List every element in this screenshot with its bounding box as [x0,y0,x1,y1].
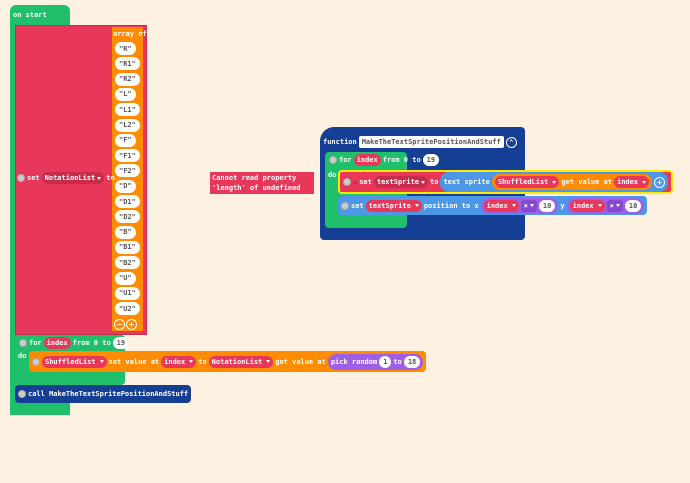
for-to-input[interactable]: 19 [112,337,130,349]
index-variable[interactable]: index [43,337,71,349]
x-multiply-block[interactable]: index×10 [480,197,559,214]
string-item[interactable]: "B1" [115,240,140,254]
for-to-input[interactable]: 19 [422,154,440,166]
array-of-label: array of [113,30,147,38]
call-label: call MakeTheTextSpritePositionAndStuff [28,390,189,398]
string-item[interactable]: "U2" [115,302,140,316]
string-item[interactable]: "R1" [115,57,140,71]
function-header: function MakeTheTextSpritePositionAndStu… [320,132,520,152]
set-value-label: set value at [108,357,160,366]
string-item[interactable]: "F1" [115,149,140,163]
from-label: from 0 to [72,339,111,347]
expand-plus-icon[interactable]: + [654,176,666,188]
set-row: set NotationList to [14,168,118,188]
position-label: position to x [423,201,479,210]
for-label: for [29,339,42,347]
array-minus-icon[interactable]: − [114,319,125,330]
function-label: function [323,138,357,146]
y-number-input[interactable]: 10 [624,199,642,212]
get-value-label: get value at [275,357,326,366]
string-item[interactable]: "U" [115,271,136,285]
string-item[interactable]: "B2" [115,256,140,270]
random-from-input[interactable]: 1 [379,355,392,368]
y-multiply-block[interactable]: index×10 [566,197,645,214]
y-label: y [560,201,565,210]
on-start-label: on start [13,11,47,19]
function-name-input[interactable]: MakeTheTextSpritePositionAndStuff [358,136,504,148]
shuffledlist-dropdown[interactable]: ShuffledList [42,355,107,368]
to-label: to [198,357,207,366]
set-textsprite-block[interactable]: ⚠ set textSprite to text sprite Shuffled… [338,170,674,194]
string-item[interactable]: "D" [115,179,136,193]
breakpoint-dot[interactable] [343,178,351,186]
to-label: to [106,174,115,182]
set-label: set [27,174,40,182]
do-label: do [328,171,337,179]
string-item[interactable]: "B" [115,225,136,239]
string-item[interactable]: "F2" [115,164,140,178]
error-message: Cannot read property 'length' of undefin… [210,172,314,194]
set-label: set [359,178,372,186]
string-item[interactable]: "R2" [115,72,140,86]
to-label: to [430,178,439,186]
index-dropdown[interactable]: index [161,355,197,368]
collapse-icon[interactable]: ⌃ [505,136,517,148]
operator-dropdown[interactable]: × [520,199,537,212]
breakpoint-dot[interactable] [17,174,25,182]
for-label: for [339,156,352,164]
breakpoint-dot[interactable] [341,201,349,210]
breakpoint-dot[interactable] [19,339,27,347]
string-item[interactable]: "R" [115,42,136,55]
string-item[interactable]: "L" [115,87,136,101]
set-position-block[interactable]: set textSprite position to x index×10 y … [338,196,648,215]
from-label: from 0 to [382,156,421,164]
notationlist-dropdown[interactable]: NotationList [208,355,274,368]
notationlist-dropdown[interactable]: NotationList [41,172,105,184]
textsprite-dropdown[interactable]: textSprite [373,176,429,188]
set-label: set [351,201,364,210]
index-dropdown[interactable]: index [569,199,605,212]
textsprite-dropdown[interactable]: textSprite [365,199,422,212]
random-to-input[interactable]: 18 [403,355,421,368]
for-row: for index from 0 to 19 [16,333,132,353]
x-number-input[interactable]: 10 [538,199,556,212]
string-item[interactable]: "L2" [115,118,140,132]
index-dropdown[interactable]: index [613,176,650,188]
string-item[interactable]: "F" [115,133,136,147]
warning-icon[interactable]: ⚠ [353,178,358,186]
string-item[interactable]: "D1" [115,195,140,208]
call-function-block[interactable]: call MakeTheTextSpritePositionAndStuff [15,385,192,403]
breakpoint-dot[interactable] [18,390,26,398]
index-dropdown[interactable]: index [483,199,519,212]
function-for-row: for index from 0 to 19 [326,150,442,170]
operator-dropdown[interactable]: × [606,199,623,212]
breakpoint-dot[interactable] [32,357,40,366]
do-label: do [18,352,27,360]
shuffledlist-dropdown[interactable]: ShuffledList [494,176,560,188]
string-item[interactable]: "D2" [115,210,140,224]
string-item[interactable]: "L1" [115,103,140,117]
string-item[interactable]: "U1" [115,286,140,300]
index-variable[interactable]: index [353,154,381,166]
breakpoint-dot[interactable] [329,156,337,164]
array-plus-icon[interactable]: + [126,319,137,330]
set-value-block[interactable]: ShuffledList set value at index to Notat… [29,351,427,372]
